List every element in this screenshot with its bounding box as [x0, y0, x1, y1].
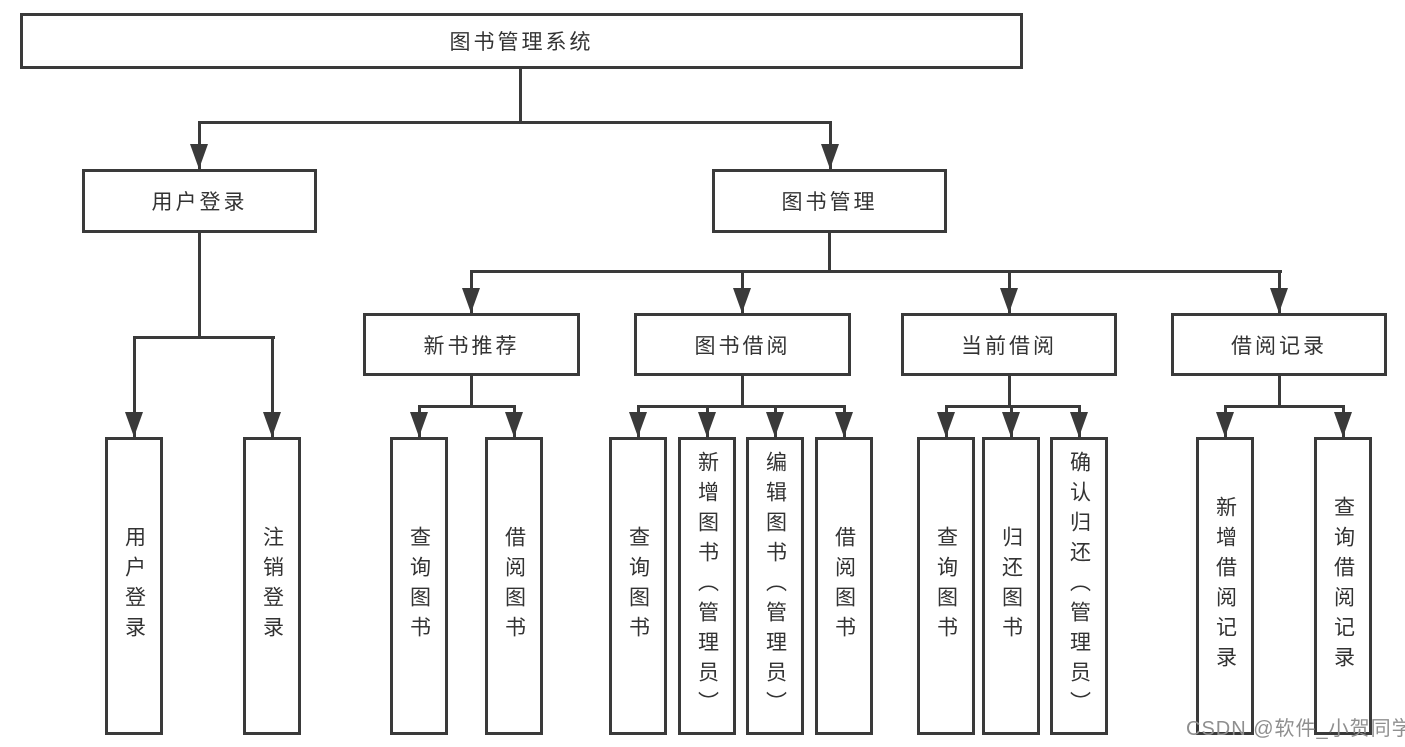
- leaf-edit-book-admin: 编辑图书（管理员）: [746, 437, 804, 735]
- connector-borrow-records-rail: [1224, 405, 1345, 408]
- leaf-query-books-current: 查询图书: [917, 437, 975, 735]
- arrow-down-icon: [190, 144, 208, 169]
- connector-arm-leaf: [133, 336, 136, 437]
- leaf-confirm-return-admin: 确认归还（管理员）: [1050, 437, 1108, 735]
- leaf-borrow-books: 借阅图书: [815, 437, 873, 735]
- leaf-return-book-label: 归还图书: [999, 526, 1023, 646]
- node-user-login-label: 用户登录: [151, 191, 248, 214]
- connector-user-login-stem: [198, 233, 201, 339]
- node-root: 图书管理系统: [20, 13, 1023, 69]
- node-book-management: 图书管理: [712, 169, 947, 233]
- leaf-borrow-books-recommend: 借阅图书: [485, 437, 543, 735]
- leaf-query-borrow-record: 查询借阅记录: [1314, 437, 1372, 735]
- connector-book-borrow-stem: [741, 376, 744, 408]
- leaf-user-login: 用户登录: [105, 437, 163, 735]
- node-current-borrow-label: 当前借阅: [961, 334, 1057, 358]
- leaf-add-book-admin: 新增图书（管理员）: [678, 437, 736, 735]
- leaf-logout: 注销登录: [243, 437, 301, 735]
- leaf-user-login-label: 用户登录: [122, 526, 146, 646]
- connector-borrow-records-stem: [1278, 376, 1281, 408]
- arrow-down-icon: [733, 288, 751, 313]
- node-current-borrow: 当前借阅: [901, 313, 1117, 376]
- leaf-query-books-borrow: 查询图书: [609, 437, 667, 735]
- leaf-logout-label: 注销登录: [260, 526, 284, 646]
- connector-book-management-stem: [828, 233, 831, 273]
- arrow-down-icon: [766, 412, 784, 437]
- arrow-down-icon: [462, 288, 480, 313]
- leaf-borrow-books-label: 借阅图书: [832, 526, 856, 646]
- watermark: CSDN @软件_小贺同学: [1186, 718, 1405, 740]
- node-new-book-recommend-label: 新书推荐: [423, 334, 520, 358]
- connector-root-rail: [198, 121, 832, 124]
- arrow-down-icon: [937, 412, 955, 437]
- arrow-down-icon: [505, 412, 523, 437]
- arrow-down-icon: [629, 412, 647, 437]
- arrow-down-icon: [1070, 412, 1088, 437]
- leaf-add-borrow-record-label: 新增借阅记录: [1213, 496, 1237, 676]
- arrow-down-icon: [410, 412, 428, 437]
- arrow-down-icon: [1270, 288, 1288, 313]
- connector-arm-leaf: [271, 336, 274, 437]
- node-user-login: 用户登录: [82, 169, 317, 233]
- arrow-down-icon: [1216, 412, 1234, 437]
- node-book-management-label: 图书管理: [781, 191, 878, 214]
- connector-root-stem: [519, 69, 522, 124]
- node-borrow-records: 借阅记录: [1171, 313, 1387, 376]
- arrow-down-icon: [1002, 412, 1020, 437]
- leaf-add-borrow-record: 新增借阅记录: [1196, 437, 1254, 735]
- leaf-edit-book-admin-label: 编辑图书（管理员）: [763, 451, 787, 721]
- arrow-down-icon: [263, 412, 281, 437]
- leaf-return-book: 归还图书: [982, 437, 1040, 735]
- node-new-book-recommend: 新书推荐: [363, 313, 580, 376]
- node-book-borrow: 图书借阅: [634, 313, 851, 376]
- connector-book-borrow-rail: [637, 405, 846, 408]
- node-borrow-records-label: 借阅记录: [1231, 334, 1327, 358]
- leaf-confirm-return-admin-label: 确认归还（管理员）: [1067, 451, 1091, 721]
- arrow-down-icon: [698, 412, 716, 437]
- leaf-add-book-admin-label: 新增图书（管理员）: [695, 451, 719, 721]
- arrow-down-icon: [1000, 288, 1018, 313]
- arrow-down-icon: [1334, 412, 1352, 437]
- connector-current-borrow-stem: [1008, 376, 1011, 408]
- arrow-down-icon: [125, 412, 143, 437]
- leaf-query-books-borrow-label: 查询图书: [626, 526, 650, 646]
- arrow-down-icon: [821, 144, 839, 169]
- arrow-down-icon: [835, 412, 853, 437]
- connector-user-login-rail: [133, 336, 275, 339]
- leaf-borrow-books-recommend-label: 借阅图书: [502, 526, 526, 646]
- connector-current-borrow-rail: [945, 405, 1081, 408]
- node-book-borrow-label: 图书借阅: [694, 334, 791, 358]
- node-root-label: 图书管理系统: [449, 31, 594, 54]
- leaf-query-books-recommend-label: 查询图书: [407, 526, 431, 646]
- leaf-query-books-recommend: 查询图书: [390, 437, 448, 735]
- connector-new-book-stem: [470, 376, 473, 408]
- connector-new-book-rail: [418, 405, 516, 408]
- connector-book-management-rail: [470, 270, 1282, 273]
- leaf-query-borrow-record-label: 查询借阅记录: [1331, 496, 1355, 676]
- leaf-query-books-current-label: 查询图书: [934, 526, 958, 646]
